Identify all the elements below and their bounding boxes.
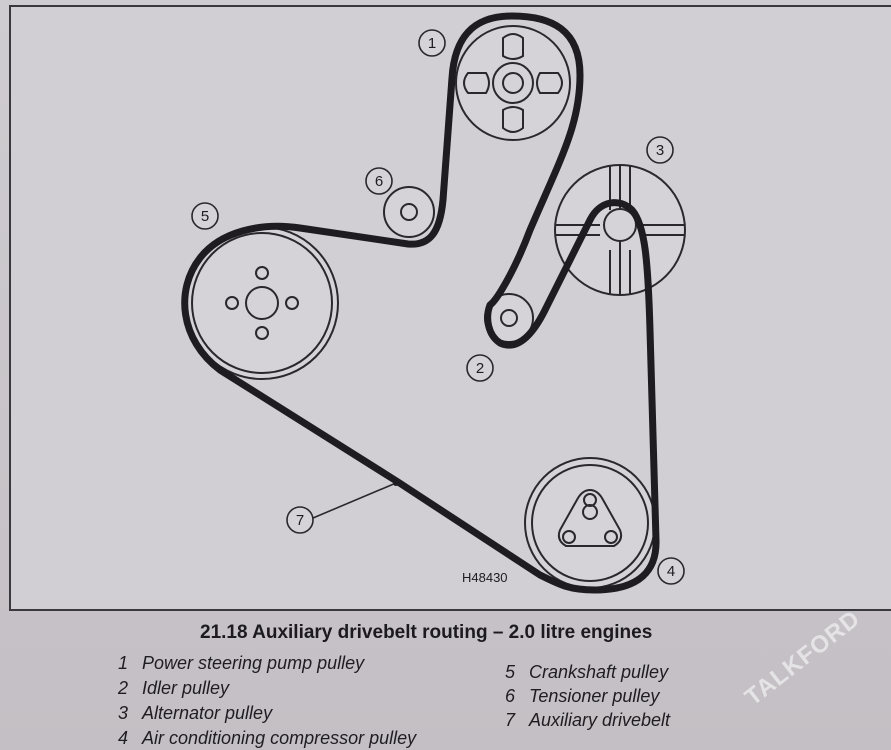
legend-num: 2	[118, 678, 129, 698]
callout-6: 6	[365, 167, 393, 195]
callout-7-leader	[312, 482, 397, 519]
callout-7: 7	[286, 506, 314, 534]
legend-item-6: 6 Tensioner pulley	[505, 686, 659, 707]
power-steering-pump-pulley	[455, 25, 571, 141]
callout-4: 4	[657, 557, 685, 585]
callout-6-label: 6	[375, 173, 383, 190]
legend-label: Power steering pump pulley	[142, 653, 365, 673]
legend-item-1: 1 Power steering pump pulley	[118, 653, 364, 674]
legend-num: 7	[505, 710, 516, 730]
legend-label: Air conditioning compressor pulley	[142, 728, 417, 748]
legend-item-7: 7 Auxiliary drivebelt	[505, 710, 670, 731]
belt-point	[393, 480, 399, 486]
legend-label: Crankshaft pulley	[529, 662, 669, 682]
callout-7-label: 7	[296, 512, 304, 529]
callout-5-label: 5	[201, 208, 209, 225]
legend-num: 4	[118, 728, 129, 748]
legend-item-4: 4 Air conditioning compressor pulley	[118, 728, 416, 749]
callout-1-label: 1	[428, 35, 436, 52]
legend-item-3: 3 Alternator pulley	[118, 703, 272, 724]
callout-3-label: 3	[656, 142, 664, 159]
caption-title: 21.18 Auxiliary drivebelt routing – 2.0 …	[200, 622, 653, 643]
callout-4-label: 4	[667, 563, 675, 580]
alternator-pulley	[554, 164, 686, 296]
ac-compressor-pulley	[524, 457, 656, 589]
figure-code: H48430	[462, 570, 508, 585]
auxiliary-drivebelt	[181, 12, 660, 594]
callout-1: 1	[418, 29, 446, 57]
callout-2: 2	[466, 354, 494, 382]
legend-num: 5	[505, 662, 516, 682]
callout-3: 3	[646, 136, 674, 164]
callout-2-label: 2	[476, 360, 484, 377]
legend-num: 6	[505, 686, 516, 706]
legend-label: Idler pulley	[142, 678, 230, 698]
callout-5: 5	[191, 202, 219, 230]
legend-label: Alternator pulley	[142, 703, 273, 723]
tensioner-pulley	[383, 186, 435, 238]
legend-item-5: 5 Crankshaft pulley	[505, 662, 668, 683]
legend-num: 3	[118, 703, 129, 723]
legend-label: Tensioner pulley	[529, 686, 660, 706]
legend-label: Auxiliary drivebelt	[529, 710, 671, 730]
legend-num: 1	[118, 653, 129, 673]
legend-item-2: 2 Idler pulley	[118, 678, 229, 699]
